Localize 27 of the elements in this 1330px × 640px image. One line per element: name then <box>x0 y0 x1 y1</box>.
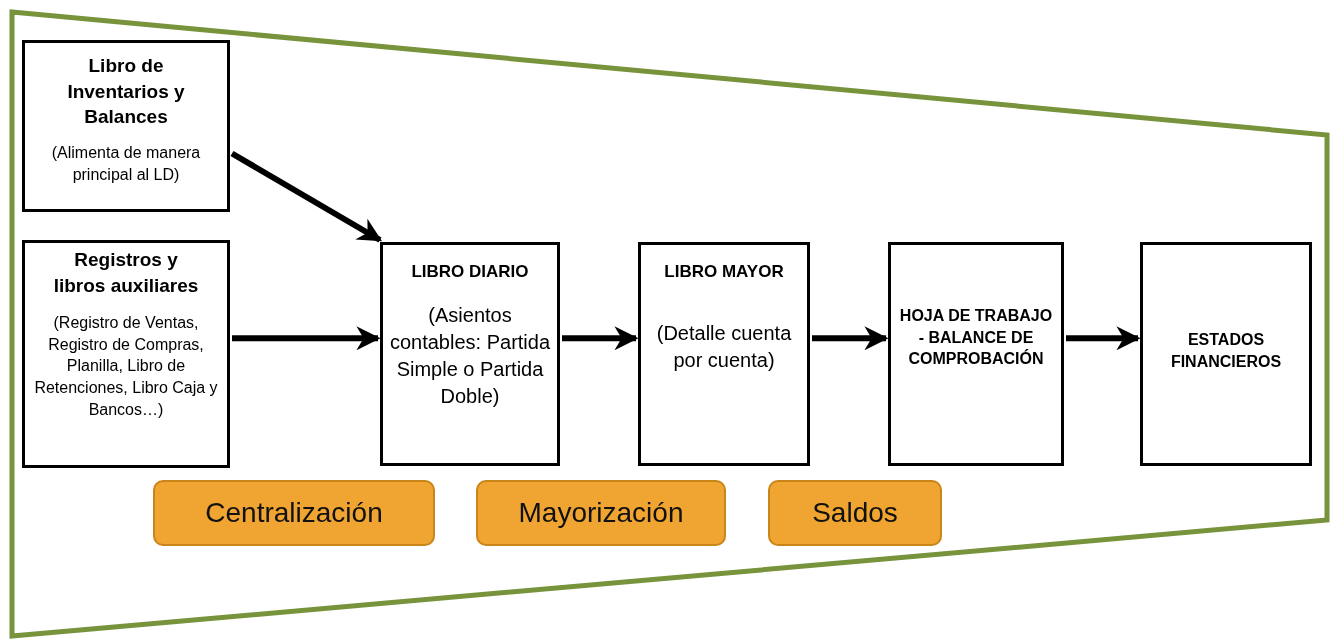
box-heading: HOJA DE TRABAJO - BALANCE DE COMPROBACIÓN <box>898 306 1054 370</box>
box-note: (Registro de Ventas, Registro de Compras, Planilla, Libro de Retenciones, Libro Caja y Bancos…) <box>33 313 219 420</box>
process-box-background <box>1140 242 1312 466</box>
stage-label-text: Saldos <box>811 496 899 531</box>
arrow <box>812 326 889 351</box>
ledger-box-background <box>22 40 230 212</box>
box-note: (Asientos contables: Partida Simple o Partida Doble) <box>388 302 552 409</box>
stage-label-background <box>476 480 726 546</box>
process-box-background <box>380 242 560 466</box>
arrow <box>232 326 381 351</box>
box-note: (Detalle cuenta por cuenta) <box>655 320 793 373</box>
arrow <box>562 326 639 351</box>
box-heading: Registros y libros auxiliares <box>52 248 200 298</box>
stage-label-background <box>768 480 942 546</box>
stage-label-text: Centralización <box>204 496 384 531</box>
arrow <box>1066 326 1141 351</box>
box-heading: LIBRO DIARIO <box>410 261 530 283</box>
box-note: (Alimenta de manera principal al LD) <box>50 142 202 185</box>
arrow <box>230 150 383 243</box>
box-heading: LIBRO MAYOR <box>663 261 785 283</box>
process-box-background <box>638 242 810 466</box>
process-box-background <box>888 242 1064 466</box>
stage-label-text: Mayorización <box>517 496 685 531</box>
ledger-box-background <box>22 240 230 468</box>
box-heading: Libro de Inventarios y Balances <box>66 54 186 130</box>
box-heading: ESTADOS FINANCIEROS <box>1169 330 1283 372</box>
stage-label-background <box>153 480 435 546</box>
